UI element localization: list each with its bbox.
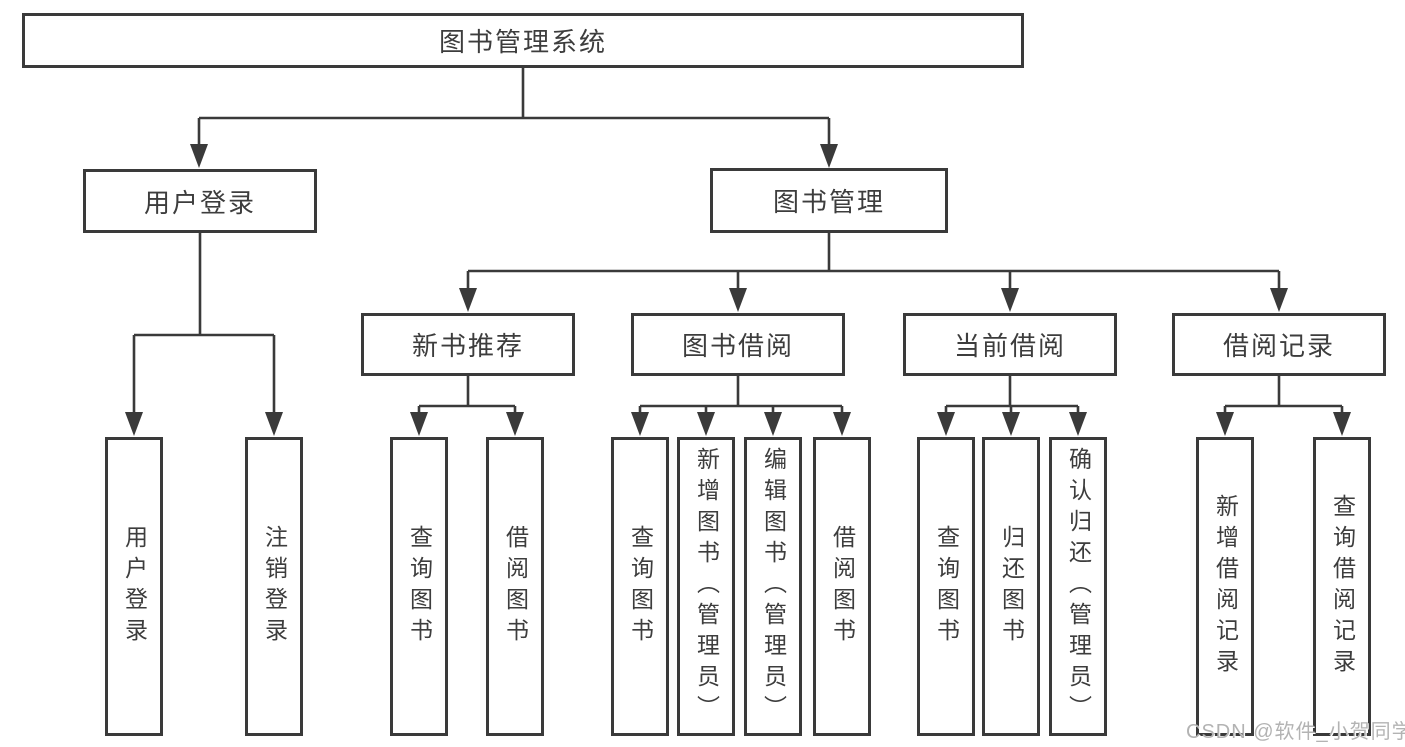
leaf-confirm-return-admin: 确认归还（管理员） bbox=[1049, 437, 1107, 736]
node-library-management-system: 图书管理系统 bbox=[22, 13, 1024, 68]
leaf-query-books-recommend: 查询图书 bbox=[390, 437, 448, 736]
node-current-borrow: 当前借阅 bbox=[903, 313, 1117, 376]
watermark: CSDN @软件_小贺同学 bbox=[1186, 721, 1405, 743]
leaf-logout: 注销登录 bbox=[245, 437, 303, 736]
node-book-borrow: 图书借阅 bbox=[631, 313, 845, 376]
leaf-borrow-books-recommend: 借阅图书 bbox=[486, 437, 544, 736]
node-borrow-records: 借阅记录 bbox=[1172, 313, 1386, 376]
leaf-edit-books-admin: 编辑图书（管理员） bbox=[744, 437, 802, 736]
node-new-book-recommend: 新书推荐 bbox=[361, 313, 575, 376]
leaf-borrow-books: 借阅图书 bbox=[813, 437, 871, 736]
leaf-query-borrow-record: 查询借阅记录 bbox=[1313, 437, 1371, 736]
leaf-query-books-borrow: 查询图书 bbox=[611, 437, 669, 736]
leaf-return-books: 归还图书 bbox=[982, 437, 1040, 736]
node-user-login: 用户登录 bbox=[83, 169, 317, 233]
leaf-add-borrow-record: 新增借阅记录 bbox=[1196, 437, 1254, 736]
leaf-query-books-current: 查询图书 bbox=[917, 437, 975, 736]
leaf-add-books-admin: 新增图书（管理员） bbox=[677, 437, 735, 736]
node-book-management: 图书管理 bbox=[710, 168, 948, 233]
leaf-user-login: 用户登录 bbox=[105, 437, 163, 736]
